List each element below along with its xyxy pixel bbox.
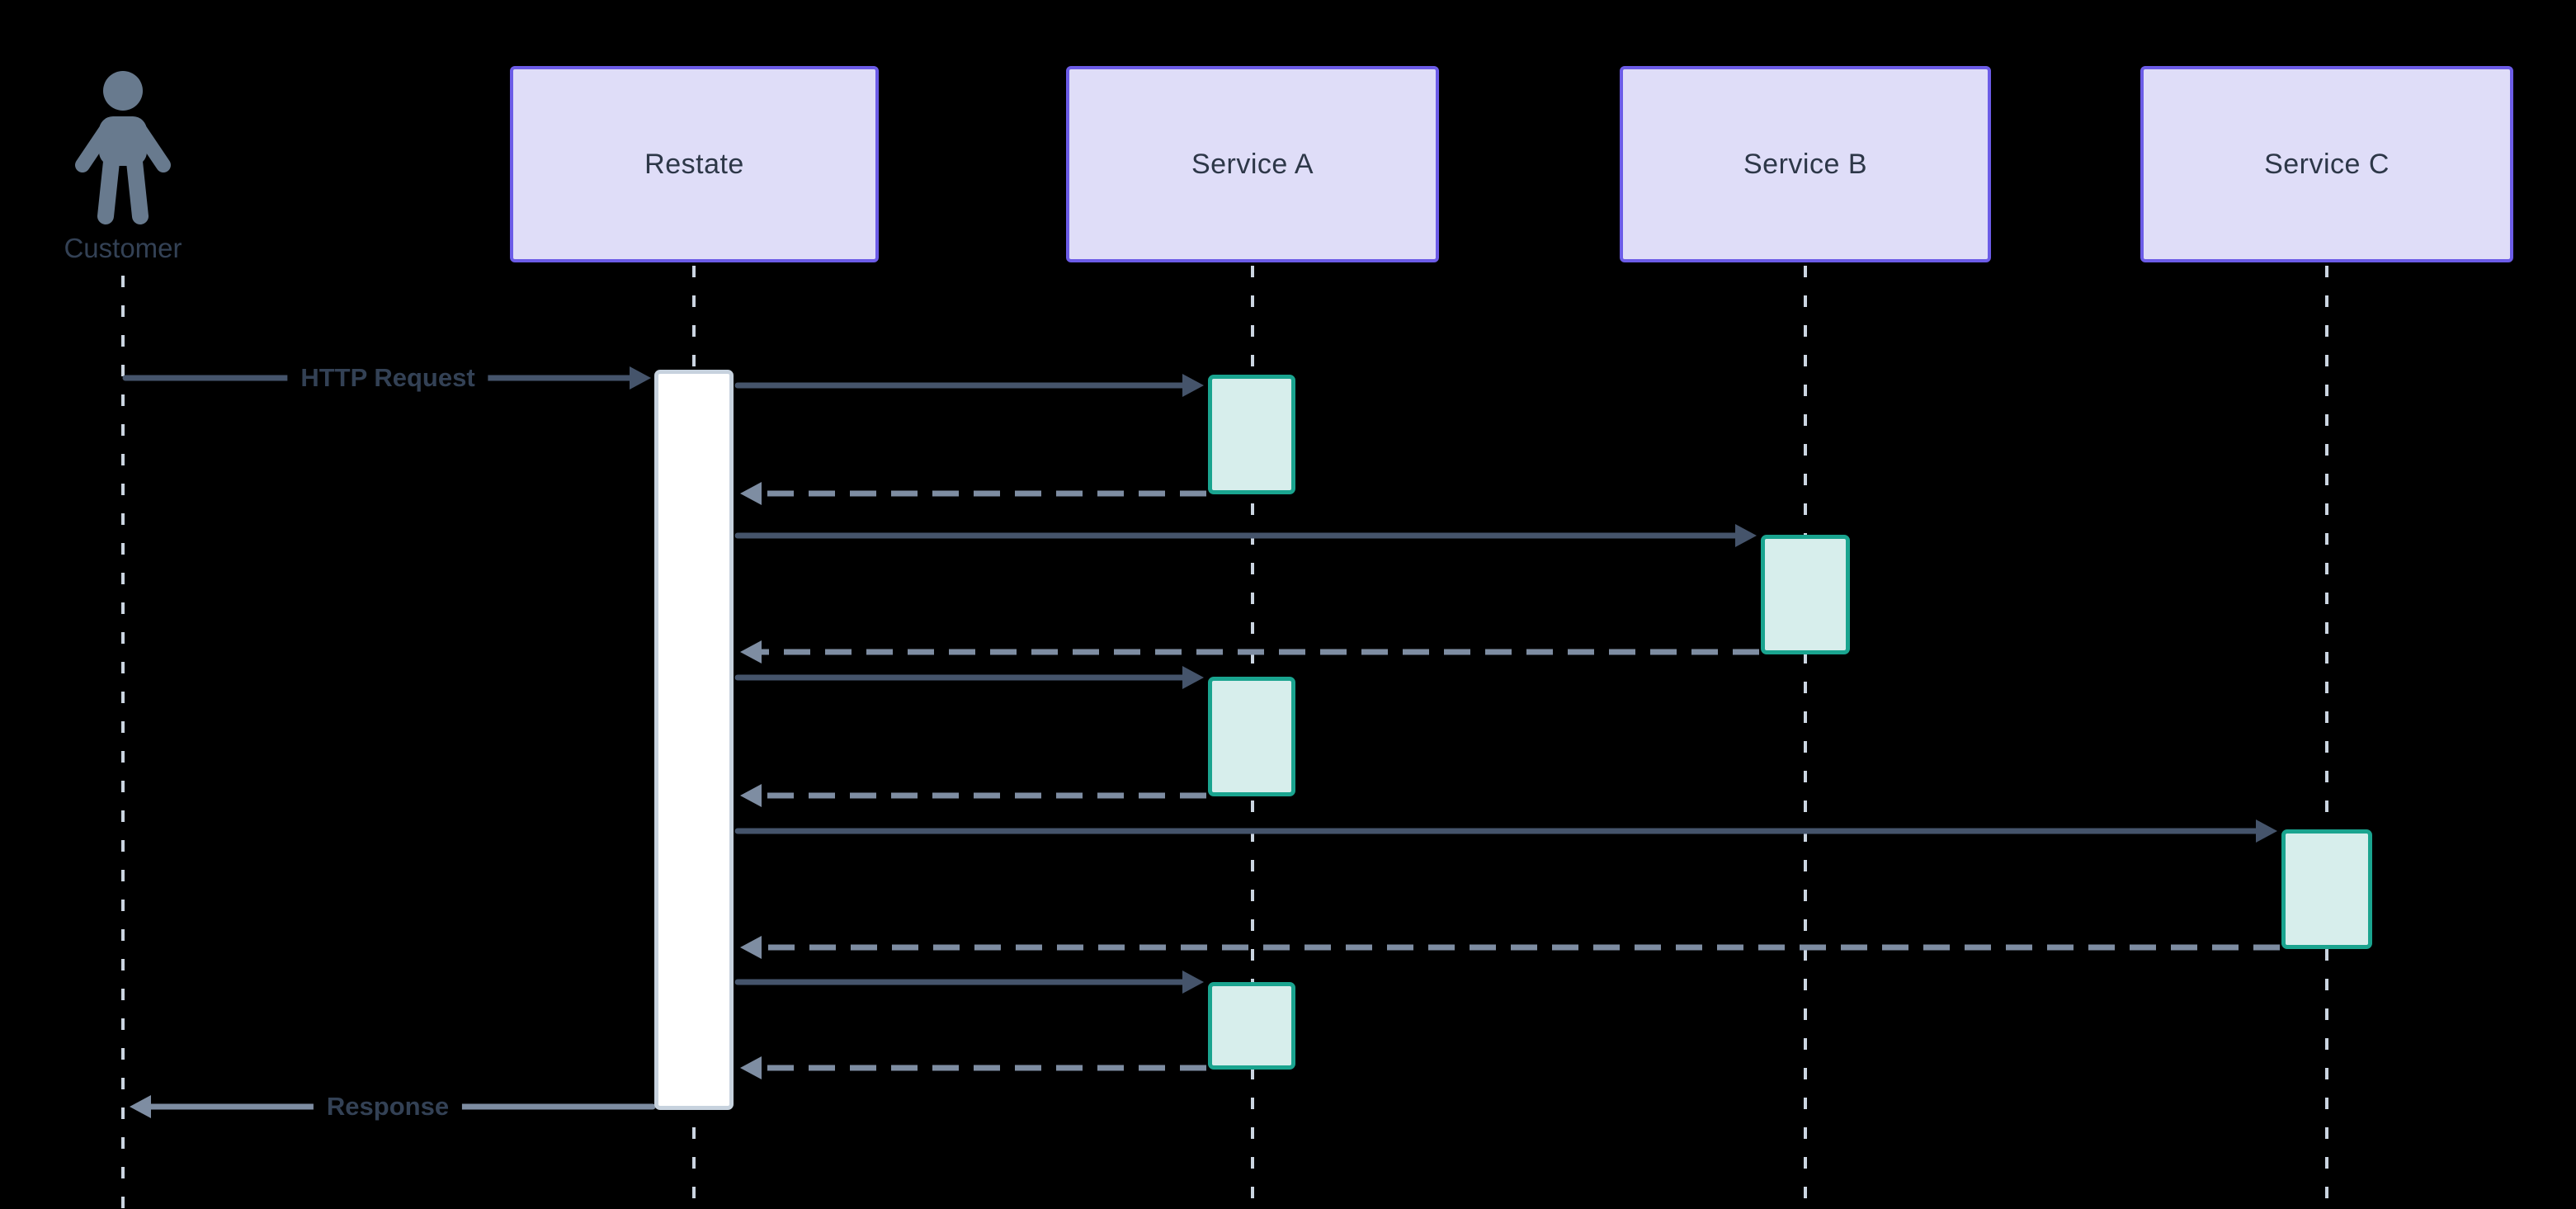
message-label-http-request: HTTP Request xyxy=(287,361,488,394)
participant-box-service-a: Service A xyxy=(1066,66,1439,262)
person-icon xyxy=(75,71,171,224)
participant-label-service-b: Service B xyxy=(1743,148,1867,180)
message-label-response: Response xyxy=(313,1090,463,1123)
actor-customer: Customer xyxy=(53,69,193,264)
actor-customer-label: Customer xyxy=(64,233,182,263)
participant-label-restate: Restate xyxy=(644,148,744,180)
participant-box-service-c: Service C xyxy=(2140,66,2513,262)
activation-service-a-2 xyxy=(1208,677,1295,796)
participant-label-service-a: Service A xyxy=(1191,148,1314,180)
participant-box-restate: Restate xyxy=(510,66,879,262)
participant-box-service-b: Service B xyxy=(1620,66,1991,262)
participant-label-service-c: Service C xyxy=(2264,148,2390,180)
activation-restate xyxy=(654,370,734,1110)
activation-service-b xyxy=(1761,535,1850,654)
activation-service-c xyxy=(2281,829,2372,949)
activation-service-a-1 xyxy=(1208,375,1295,494)
activation-service-a-3 xyxy=(1208,982,1295,1070)
